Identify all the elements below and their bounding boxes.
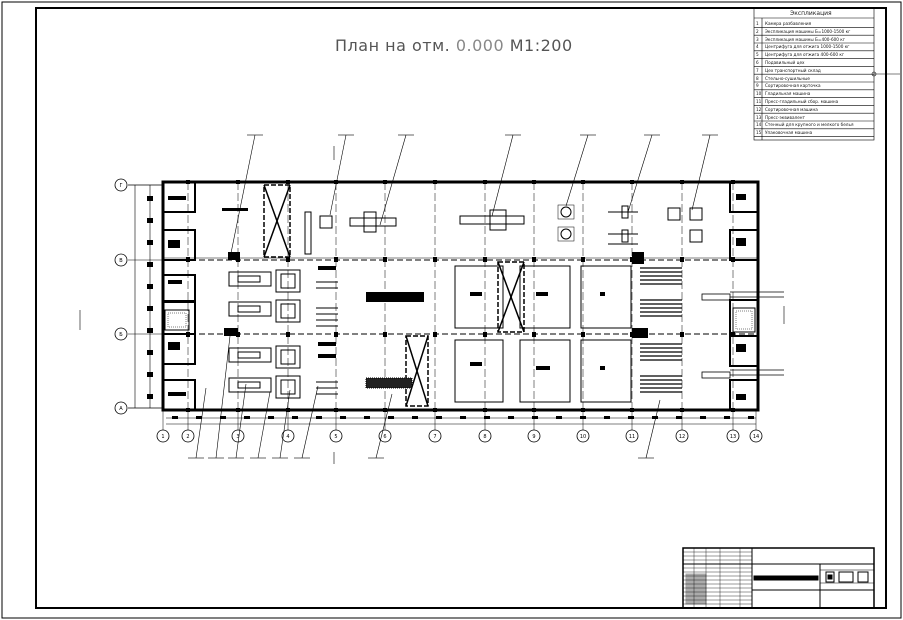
- legend-row-number: 3: [756, 36, 759, 42]
- column-axis-label: 14: [753, 434, 759, 440]
- column-axis-bubble: [625, 429, 639, 443]
- legend-row-number: 2: [756, 28, 759, 34]
- legend-row-text: Камера разбавления: [765, 21, 812, 26]
- legend-row-text: Центрифуга для отжига 400-600 кг: [765, 52, 845, 58]
- column-axis-bubble: [749, 429, 763, 443]
- column-axis-label: 3: [236, 434, 239, 440]
- legend-row-number: 13: [756, 114, 762, 120]
- column-axis-label: 4: [286, 434, 289, 440]
- legend-row-text: Сортировочная машина: [765, 106, 818, 112]
- legend-row-text: Стенный для крупного и мелкого белья: [765, 122, 854, 128]
- column-axis-label: 6: [383, 434, 386, 440]
- column-axis-label: 11: [629, 434, 635, 440]
- column-axis-bubble: [156, 429, 170, 443]
- row-axis-label: Г: [119, 183, 122, 189]
- legend-row-number: 9: [756, 83, 759, 89]
- legend-title: Экспликация: [790, 10, 832, 17]
- legend-row-text: Сортировочная карточка: [765, 83, 821, 89]
- legend-row-text: Подавильный цех: [765, 60, 805, 65]
- building-plan: [147, 180, 784, 419]
- column-axis-bubble: [576, 429, 590, 443]
- row-axis-label: Б: [119, 332, 123, 338]
- column-axis-label: 13: [730, 434, 736, 440]
- column-axis-bubble: [181, 429, 195, 443]
- column-axis-bubble: [329, 429, 343, 443]
- row-axis-bubble: [114, 178, 128, 192]
- row-axis-label: В: [119, 258, 123, 264]
- column-axis-bubble: [675, 429, 689, 443]
- legend-row-text: Стельно-сушильные: [765, 75, 810, 81]
- legend-row-number: 6: [756, 60, 759, 65]
- legend-row-text: Гладильная машина: [765, 91, 811, 97]
- column-axis-bubble: [478, 429, 492, 443]
- title-text: План на отм.: [335, 36, 451, 55]
- legend-row-number: 15: [756, 130, 762, 136]
- column-axis-label: 5: [334, 434, 337, 440]
- row-axis-bubble: [114, 327, 128, 341]
- column-axis-label: 10: [580, 434, 586, 440]
- row-axis-bubble: [114, 253, 128, 267]
- legend-row-number: 7: [756, 67, 759, 73]
- legend-row-text: Упаковочная машина: [765, 130, 813, 136]
- column-axis-label: 12: [679, 434, 685, 440]
- title-block: [682, 547, 875, 609]
- column-axis-label: 1: [161, 434, 164, 440]
- legend-row-number: 5: [756, 52, 759, 58]
- legend-row-number: 12: [756, 106, 762, 112]
- column-axis-bubble: [726, 429, 740, 443]
- title-scale: М1:200: [509, 36, 573, 55]
- legend-row-text: Цех транспортный склад: [765, 67, 821, 73]
- column-axis-bubble: [428, 429, 442, 443]
- callout-leaders: [188, 134, 718, 459]
- column-axis-label: 2: [186, 434, 189, 440]
- column-axis-label: 8: [483, 434, 486, 440]
- legend-row-number: 11: [756, 99, 762, 104]
- legend-row-text: Центрифуга для отжига 1000-1500 кг: [765, 44, 850, 50]
- row-axis-label: А: [119, 406, 123, 412]
- legend-row-number: 10: [756, 91, 762, 97]
- drawing-title: План на отм. 0.000 М1:200: [335, 36, 573, 55]
- column-axis-bubble: [527, 429, 541, 443]
- legend-row-text: Экспликация машины Б=400-600 кг: [765, 36, 846, 42]
- legend-row-number: 4: [756, 44, 759, 50]
- legend-row-text: Экспликация машины Б=1000-1500 кг: [765, 28, 851, 34]
- legend-row-number: 14: [756, 122, 762, 128]
- title-level: 0.000: [455, 36, 505, 55]
- column-axis-label: 7: [433, 434, 436, 440]
- legend-table: [753, 7, 875, 141]
- inner-frame: [35, 7, 887, 609]
- column-axis-label: 9: [532, 434, 535, 440]
- row-axis-bubble: [114, 401, 128, 415]
- legend-row-text: Пресс-эквивалент: [765, 114, 805, 120]
- legend-row-text: Пресс-гладильный сбор. машина: [765, 99, 839, 104]
- column-axis-bubble: [281, 429, 295, 443]
- legend-row-number: 1: [756, 21, 759, 26]
- legend-row-number: 8: [756, 75, 759, 81]
